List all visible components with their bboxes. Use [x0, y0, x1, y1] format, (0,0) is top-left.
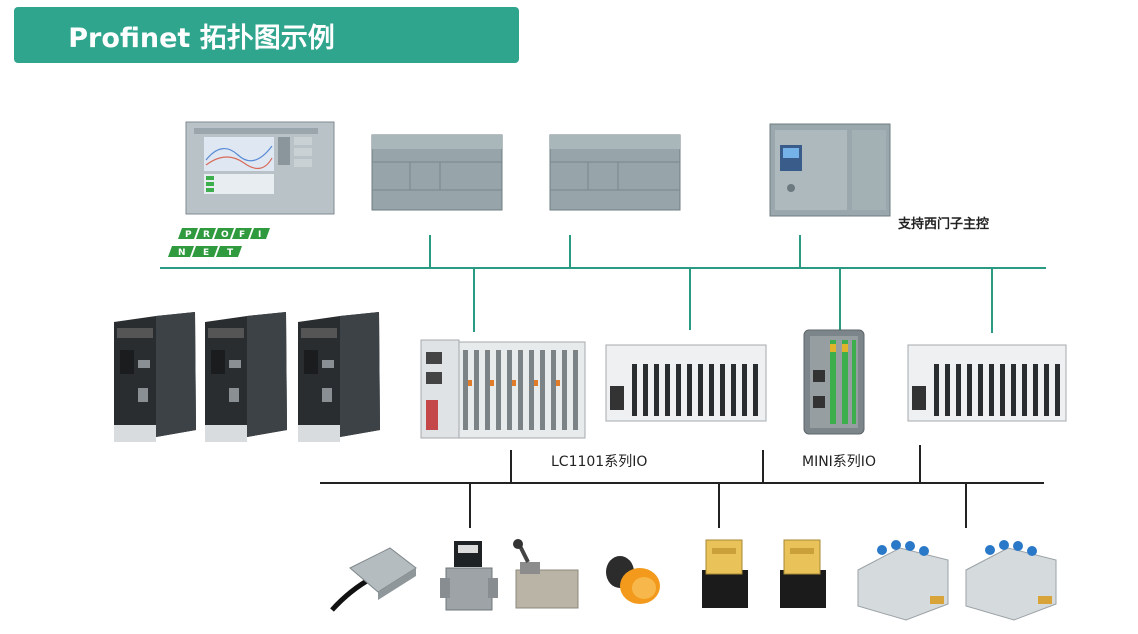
svg-text:T: T [227, 248, 234, 258]
relay-1 [702, 539, 748, 608]
relay-2 [780, 539, 826, 608]
servo-drives [114, 312, 380, 442]
field-devices [330, 539, 1057, 621]
solenoid-valve [440, 541, 498, 611]
lc1101-io-module [420, 339, 586, 439]
label-mini: MINI系列IO [802, 454, 876, 470]
valve-manifold-2 [965, 540, 1057, 621]
mini-io-module [803, 329, 865, 435]
page-title: Profinet 拓扑图示例 [68, 22, 335, 54]
svg-text:P: P [185, 230, 192, 240]
svg-text:O: O [221, 230, 229, 240]
profinet-bus [160, 235, 1046, 333]
label-lc1101: LC1101系列IO [551, 454, 648, 470]
servo-drive-1 [114, 312, 196, 442]
servo-drive-3 [298, 312, 380, 442]
svg-text:E: E [203, 248, 209, 258]
svg-text:R: R [203, 230, 210, 240]
svg-text:I: I [258, 230, 261, 240]
io-module-right [907, 344, 1067, 422]
hmi-panel [185, 121, 335, 215]
profinet-logo: P R O F I N E T [168, 228, 270, 258]
valve-manifold-1 [857, 540, 949, 621]
svg-text:F: F [239, 230, 245, 240]
limit-switch [513, 539, 579, 609]
title-banner: Profinet 拓扑图示例 [14, 7, 519, 63]
plc-unit-2 [549, 134, 681, 211]
indicator-lamp [606, 556, 660, 604]
field-bus [320, 445, 1044, 528]
tilt-sensor [330, 547, 417, 612]
plc-unit-1 [371, 134, 503, 211]
svg-text:N: N [178, 248, 186, 258]
siemens-cpu [769, 123, 891, 217]
io-module-middle [605, 344, 767, 422]
label-siemens-master: 支持西门子主控 [898, 217, 990, 232]
servo-drive-2 [205, 312, 287, 442]
